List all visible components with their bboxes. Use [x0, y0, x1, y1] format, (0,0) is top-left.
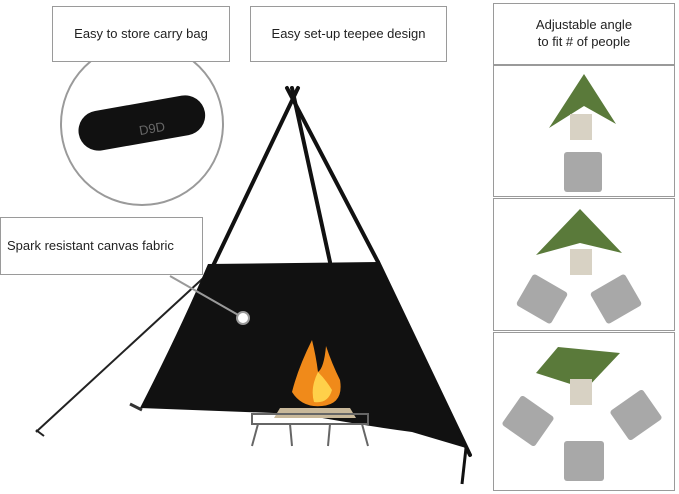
- teepee-label: Easy set-up teepee design: [271, 25, 426, 41]
- chair: [590, 274, 642, 324]
- bag-logo: D9D: [138, 119, 166, 138]
- teepee-callout: Easy set-up teepee design: [250, 6, 447, 62]
- fire-stand: [251, 413, 369, 447]
- angle-panel-three-people: [493, 332, 675, 491]
- teepee-poles: [210, 86, 472, 457]
- chair: [516, 274, 568, 324]
- canvas-callout: Spark resistant canvas fabric: [0, 217, 203, 275]
- chair: [502, 395, 554, 447]
- angle-title-line2: to fit # of people: [537, 34, 631, 49]
- campfire: [274, 340, 356, 418]
- angle-panel-two-people: [493, 198, 675, 331]
- chair: [564, 441, 604, 481]
- chair: [564, 152, 602, 192]
- tarp: [536, 347, 620, 389]
- canvas-pointer: [169, 275, 250, 325]
- teepee-illustration: D9D: [35, 42, 472, 485]
- angle-panel-title: Adjustable angle to fit # of people: [493, 3, 675, 65]
- angle-panel-one-person: [493, 65, 675, 197]
- canvas-label: Spark resistant canvas fabric: [7, 237, 174, 253]
- carry-bag-callout: Easy to store carry bag: [52, 6, 230, 62]
- tarp: [536, 209, 622, 255]
- chair: [610, 389, 662, 441]
- carry-bag-icon: [78, 95, 206, 151]
- canvas-fabric: [140, 262, 466, 448]
- angle-title-line1: Adjustable angle: [535, 17, 633, 33]
- tarp: [549, 74, 616, 128]
- guy-rope: [35, 269, 213, 437]
- carry-bag-label: Easy to store carry bag: [74, 25, 208, 41]
